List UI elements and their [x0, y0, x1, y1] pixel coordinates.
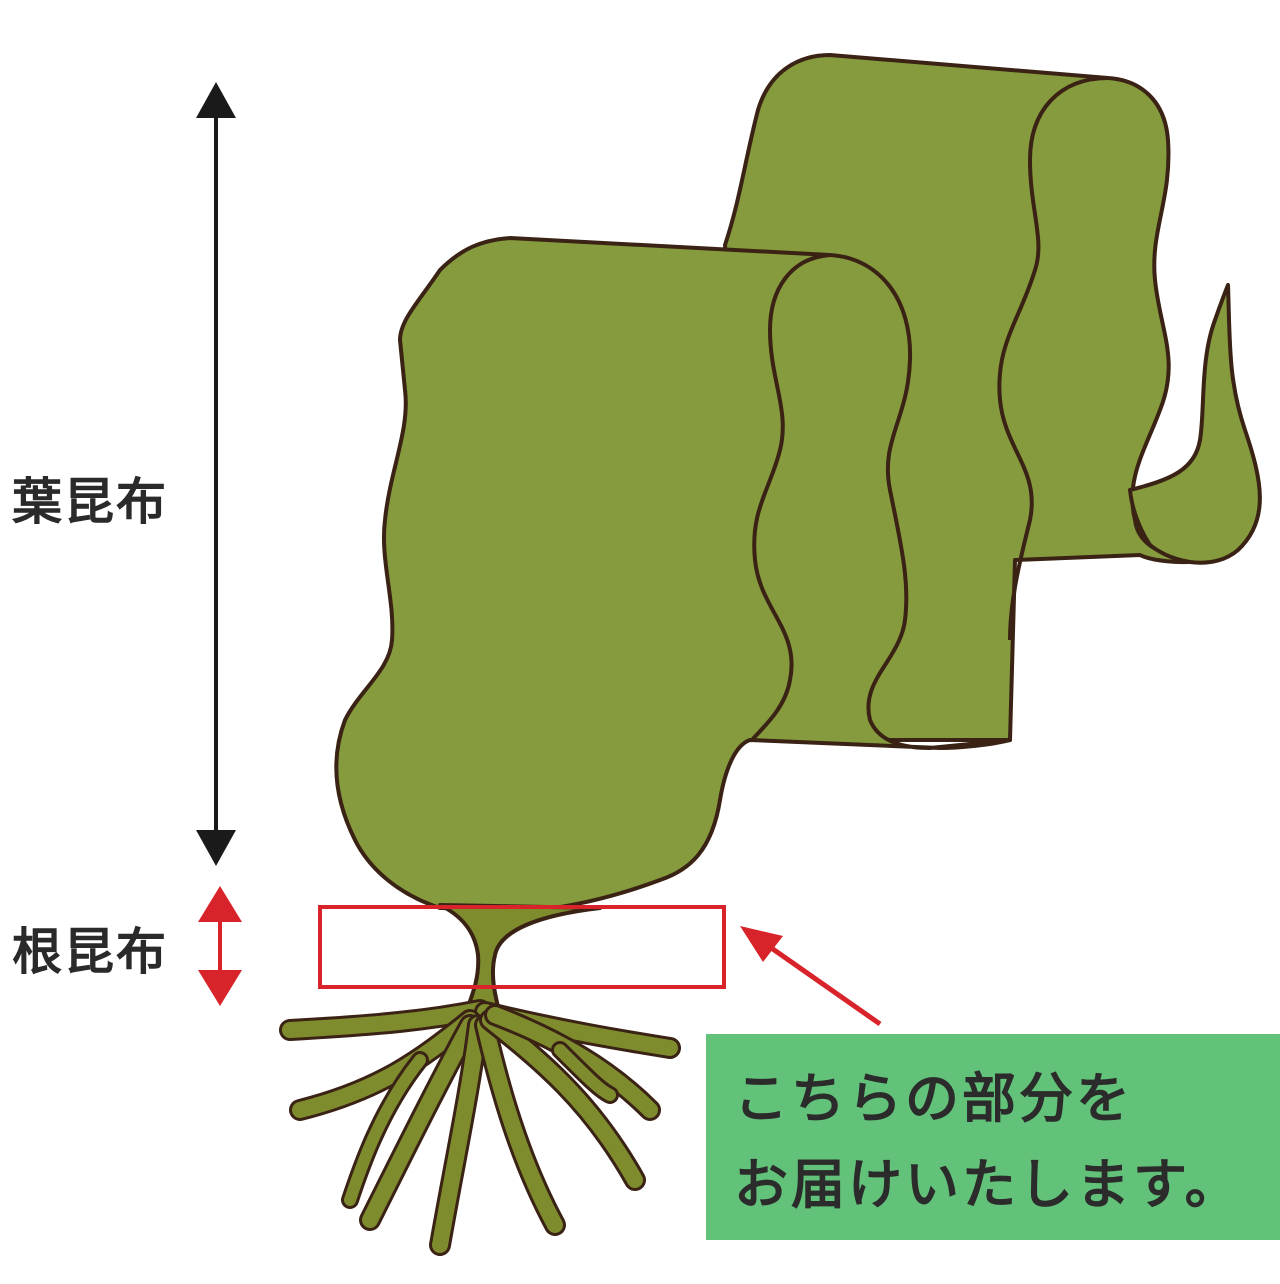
- kelp-blade-back-fold: [997, 76, 1109, 641]
- leaf-kelp-label: 葉昆布: [12, 473, 168, 531]
- root-kelp-arrow-bottom-head: [198, 970, 242, 1006]
- kelp-blade-front-fold: [750, 253, 831, 742]
- leaf-kelp-arrow-bottom-head: [196, 830, 236, 866]
- root-kelp-arrow-top-head: [198, 886, 242, 922]
- root-kelp-label: 根昆布: [12, 923, 168, 981]
- kelp-stem: [438, 903, 602, 1017]
- callout-line-2: お届けいたします。: [734, 1153, 1242, 1216]
- callout-box: こちらの部分を お届けいたします。: [706, 1034, 1280, 1240]
- kelp-tail: [1128, 283, 1262, 565]
- pointer-arrow-head: [740, 926, 783, 962]
- leaf-kelp-arrow-top-head: [196, 82, 236, 118]
- pointer-arrow: [758, 937, 882, 1027]
- callout-line-1: こちらの部分を: [734, 1067, 1133, 1130]
- kelp-blade-front: [334, 236, 1012, 912]
- highlight-box: [318, 905, 726, 989]
- kelp-roots: [279, 999, 681, 1256]
